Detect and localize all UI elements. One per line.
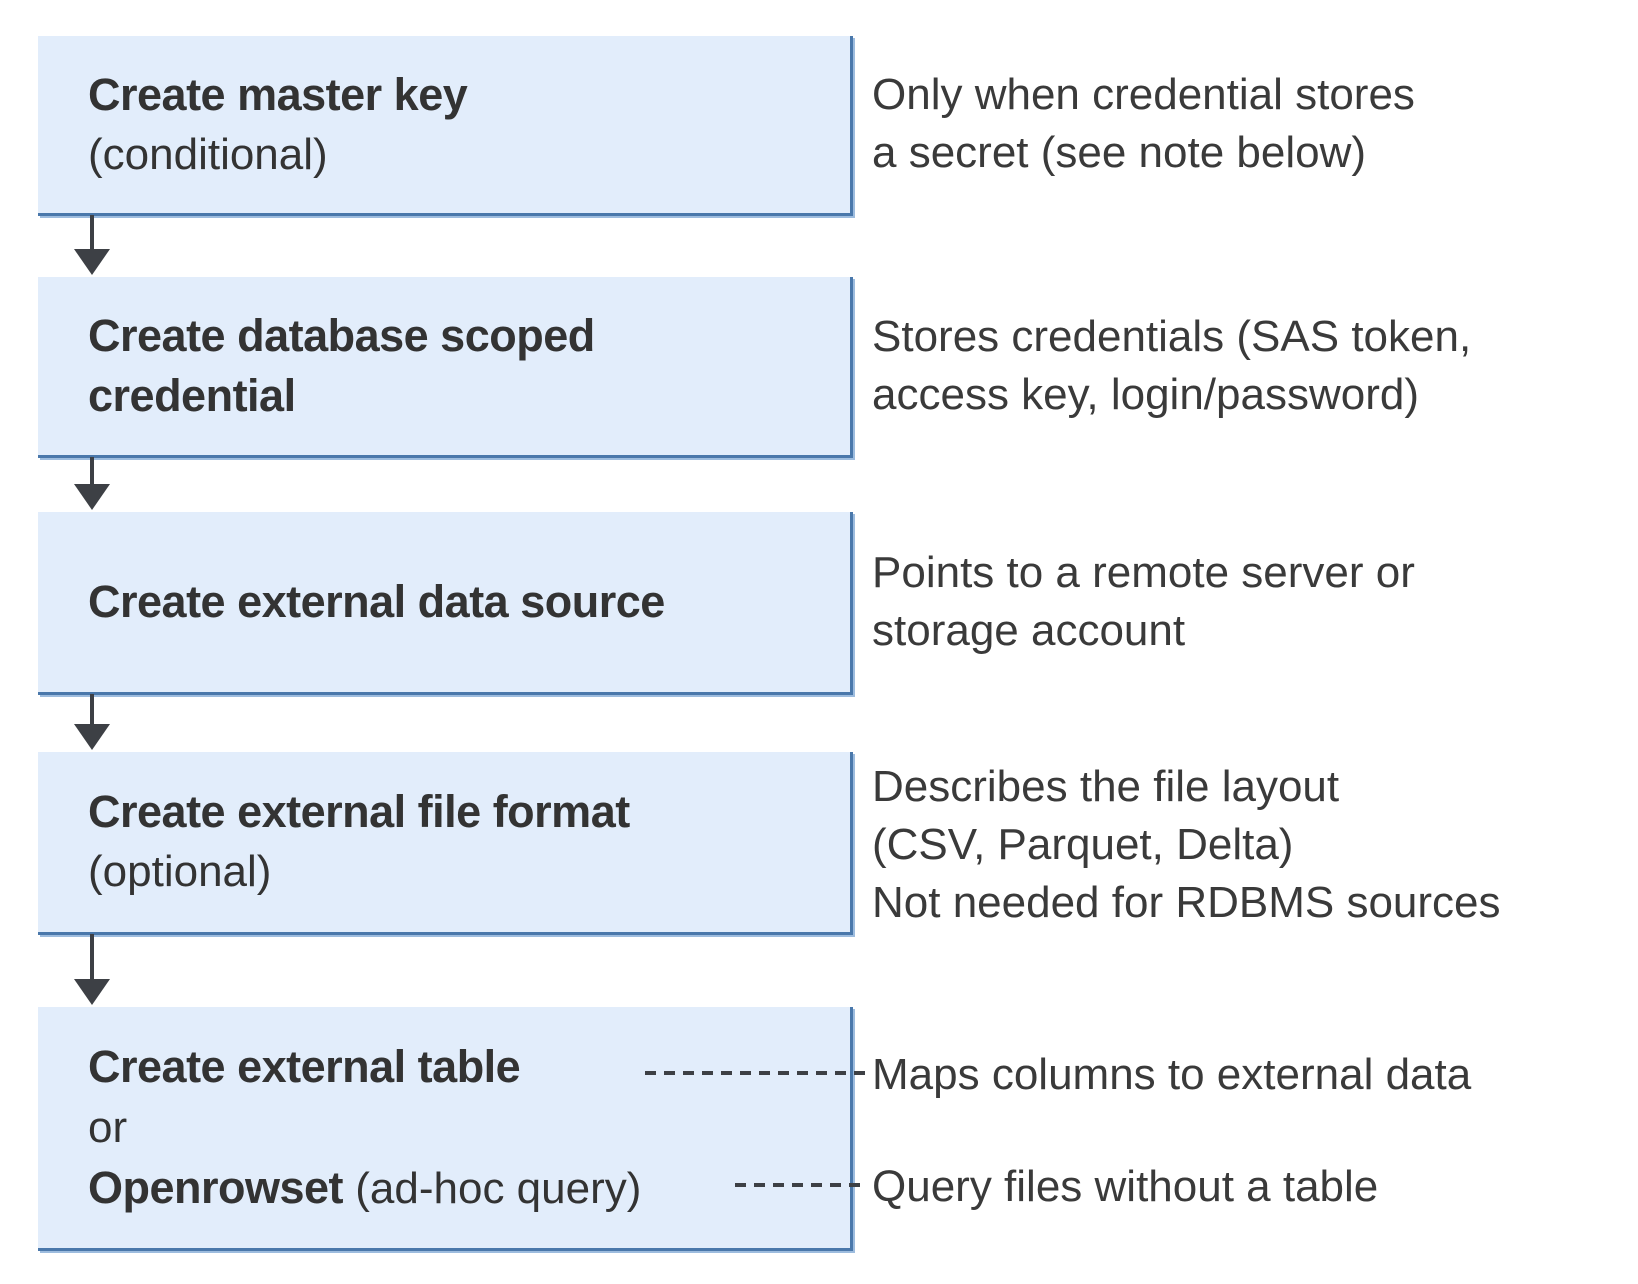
arrow-shaft (90, 694, 94, 724)
arrow-shaft (90, 934, 94, 979)
annotation-openrowset: Query files without a table (872, 1162, 1379, 1211)
step-line-openrowset: Openrowset (ad-hoc query) (88, 1158, 850, 1219)
dashed-connector-external-table (645, 1071, 867, 1075)
step-alt-title: Openrowset (88, 1161, 344, 1213)
arrow-head-icon (74, 249, 110, 275)
step-title: Create external file format (88, 786, 630, 837)
step-box-create-external-data-source: Create external data source (38, 512, 853, 695)
step-box-create-external-file-format: Create external file format (optional) (38, 752, 853, 935)
flow-arrow-4 (74, 934, 110, 1005)
step-title: Create database scoped credential (88, 310, 595, 421)
arrow-shaft (90, 457, 94, 484)
arrow-head-icon (74, 484, 110, 510)
flow-arrow-1 (74, 215, 110, 275)
annotation-external-data-source: Points to a remote server or storage acc… (872, 548, 1415, 655)
flow-arrow-3 (74, 694, 110, 750)
step-box-create-master-key: Create master key (conditional) (38, 36, 853, 216)
step-subtitle: (optional) (88, 847, 272, 896)
step-title: Create master key (88, 68, 468, 120)
step-title: Create external table (88, 1040, 521, 1092)
annotation-database-scoped-credential: Stores credentials (SAS token, access ke… (872, 312, 1472, 419)
flow-arrow-2 (74, 457, 110, 510)
step-alt-suffix: (ad-hoc query) (343, 1163, 642, 1213)
step-line-create-external-table: Create external table (88, 1037, 850, 1098)
step-line-or: or (88, 1102, 128, 1152)
annotation-master-key: Only when credential stores a secret (se… (872, 70, 1415, 177)
dashed-connector-openrowset (735, 1183, 867, 1187)
annotation-external-table: Maps columns to external data (872, 1050, 1472, 1099)
step-box-create-external-table-or-openrowset: Create external table or Openrowset (ad-… (38, 1007, 853, 1251)
annotation-external-file-format: Describes the file layout (CSV, Parquet,… (872, 762, 1501, 927)
step-subtitle: (conditional) (88, 129, 328, 179)
step-title: Create external data source (88, 576, 665, 627)
arrow-head-icon (74, 724, 110, 750)
arrow-shaft (90, 215, 94, 249)
step-box-create-database-scoped-credential: Create database scoped credential (38, 277, 853, 458)
arrow-head-icon (74, 979, 110, 1005)
